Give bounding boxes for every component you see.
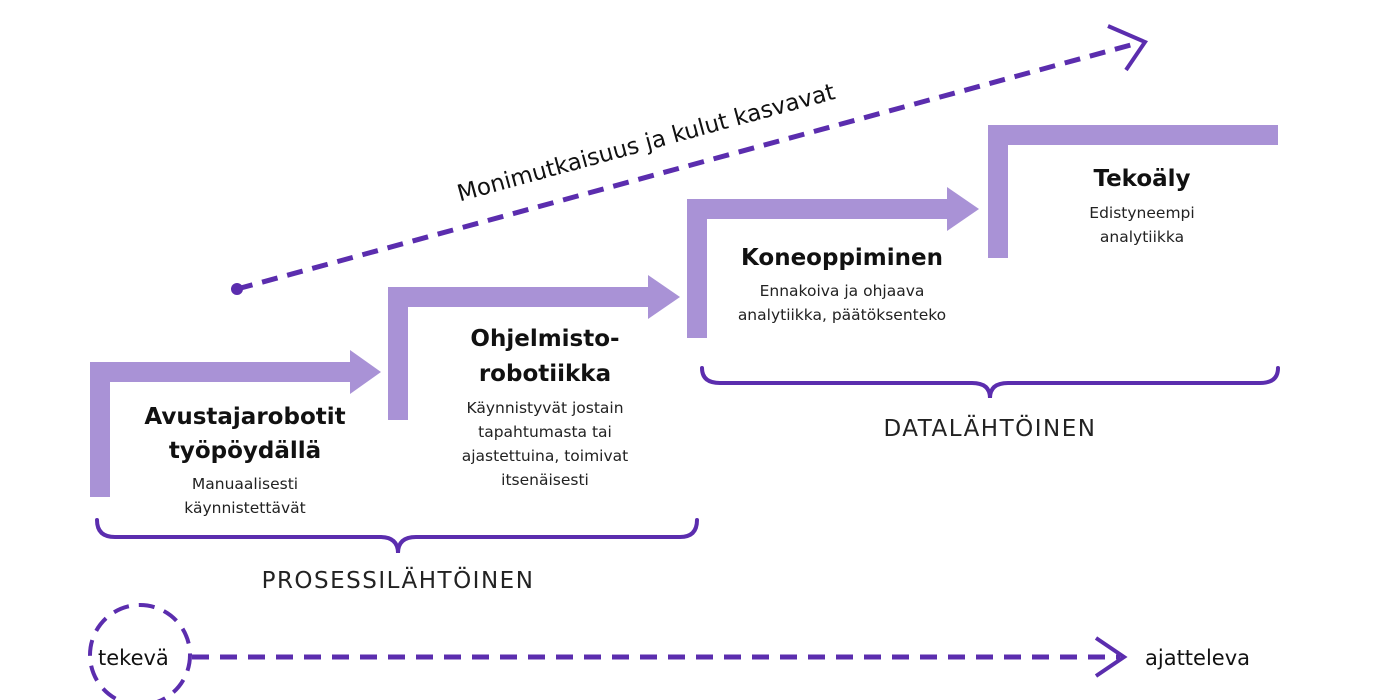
step-1-text: Avustajarobotit työpöydällä Manuaalisest… xyxy=(144,404,345,517)
step-description: käynnistettävät xyxy=(184,499,305,517)
step-description: Manuaalisesti xyxy=(192,475,298,493)
process-group-label: PROSESSILÄHTÖINEN xyxy=(262,566,535,594)
step-title: robotiikka xyxy=(479,361,611,387)
scale-end-label: ajatteleva xyxy=(1145,646,1250,670)
data-group-label: DATALÄHTÖINEN xyxy=(883,414,1096,442)
step-4-bar xyxy=(988,125,1278,258)
scale-arrow xyxy=(192,636,1128,678)
step-title: työpöydällä xyxy=(169,438,321,464)
step-title: Koneoppiminen xyxy=(741,245,943,271)
start-dashed-circle xyxy=(88,603,192,700)
step-1-arrow xyxy=(90,350,381,497)
scale-start-label: tekevä xyxy=(98,646,169,670)
step-3-text: Koneoppiminen Ennakoiva ja ohjaava analy… xyxy=(738,245,946,324)
complexity-trend-arrow xyxy=(231,24,1149,295)
step-title: Avustajarobotit xyxy=(144,404,345,430)
step-3-arrow xyxy=(687,187,979,338)
step-description: Edistyneempi xyxy=(1089,204,1194,222)
step-description: tapahtumasta tai xyxy=(478,423,612,441)
step-description: Käynnistyvät jostain xyxy=(466,399,623,417)
trend-label: Monimutkaisuus ja kulut kasvavat xyxy=(454,79,837,207)
step-description: analytiikka xyxy=(1100,228,1184,246)
step-title: Ohjelmisto- xyxy=(470,326,619,352)
data-brace xyxy=(700,366,1280,399)
step-description: ajastettuina, toimivat xyxy=(462,447,628,465)
step-description: itsenäisesti xyxy=(501,471,589,489)
process-brace xyxy=(95,518,699,554)
step-2-text: Ohjelmisto- robotiikka Käynnistyvät jost… xyxy=(462,326,628,489)
step-description: Ennakoiva ja ohjaava xyxy=(760,282,925,300)
step-4-text: Tekoäly Edistyneempi analytiikka xyxy=(1089,166,1194,246)
step-2-arrow xyxy=(388,275,680,420)
step-title: Tekoäly xyxy=(1093,166,1190,192)
step-description: analytiikka, päätöksenteko xyxy=(738,306,946,324)
